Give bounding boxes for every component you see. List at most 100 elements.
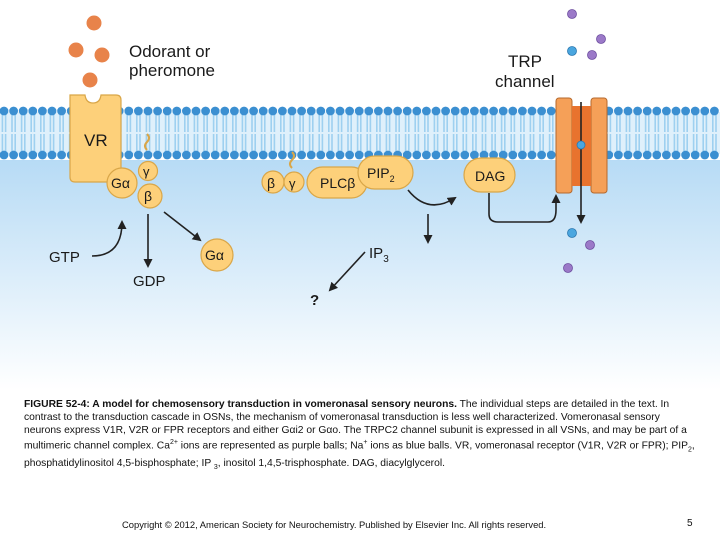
chemosensory-diagram: Odorant or pheromone TRP channel VR Gα γ… bbox=[0, 9, 720, 390]
lipid-head bbox=[124, 150, 134, 160]
lipid-head bbox=[489, 150, 498, 160]
lipid-head bbox=[201, 106, 211, 116]
beta-label: β bbox=[144, 188, 152, 204]
lipid-head bbox=[230, 150, 239, 160]
lipid-head bbox=[402, 106, 412, 116]
lipid-head bbox=[374, 106, 383, 116]
vr-label: VR bbox=[84, 131, 108, 150]
caption-pip-sub: 2 bbox=[687, 446, 692, 454]
lipid-head bbox=[230, 106, 239, 116]
caption-ca-sup: 2+ bbox=[169, 439, 178, 447]
lipid-head bbox=[508, 150, 518, 160]
lipid-head bbox=[153, 150, 163, 160]
lipid-head bbox=[38, 150, 47, 160]
copyright-footer: Copyright © 2012, American Society for N… bbox=[122, 519, 547, 530]
lipid-head bbox=[671, 150, 681, 160]
lipid-head bbox=[441, 106, 450, 116]
lipid-head bbox=[402, 150, 412, 160]
lipid-head bbox=[498, 150, 508, 160]
lipid-head bbox=[162, 150, 172, 160]
lipid-head bbox=[57, 106, 66, 116]
caption-text-2: ions are represented as purple balls; Na bbox=[177, 440, 364, 452]
pip2-label: PIP2 bbox=[367, 165, 395, 184]
g-protein-receptor-bound: Gα γ β bbox=[106, 133, 163, 209]
lipid-head bbox=[9, 150, 18, 160]
lipid-head bbox=[710, 150, 719, 160]
lipid-head bbox=[710, 106, 719, 116]
lipid-head bbox=[239, 106, 249, 116]
lipid-head bbox=[306, 150, 316, 160]
lipid-head bbox=[345, 106, 354, 116]
lipid-head bbox=[470, 150, 479, 160]
lipid-head bbox=[345, 150, 354, 160]
lipid-head bbox=[287, 106, 297, 116]
lipid-head bbox=[633, 150, 642, 160]
lipid-head bbox=[134, 106, 143, 116]
gamma-label: γ bbox=[143, 164, 150, 179]
dag-molecule: DAG bbox=[463, 157, 516, 193]
lipid-head bbox=[162, 106, 172, 116]
lipid-head bbox=[258, 150, 268, 160]
page-number: 5 bbox=[687, 518, 693, 529]
lipid-head bbox=[470, 106, 479, 116]
lipid-head bbox=[662, 106, 671, 116]
lipid-head bbox=[28, 150, 38, 160]
lipid-head bbox=[268, 150, 278, 160]
lipid-head bbox=[124, 106, 134, 116]
lipid-head bbox=[172, 150, 182, 160]
question-mark: ? bbox=[310, 292, 319, 309]
lipid-head bbox=[479, 150, 489, 160]
lipid-head bbox=[642, 106, 652, 116]
lipid-head bbox=[191, 106, 201, 116]
lipid-head bbox=[671, 106, 681, 116]
lipid-head bbox=[412, 106, 422, 116]
lipid-head bbox=[460, 150, 470, 160]
caption-text-5: , inositol 1,4,5-trisphosphate. DAG, dia… bbox=[217, 457, 445, 469]
lipid-head bbox=[614, 150, 623, 160]
lipid-head bbox=[220, 106, 230, 116]
lipid-head bbox=[546, 106, 556, 116]
lipid-head bbox=[182, 106, 191, 116]
lipid-head bbox=[422, 150, 431, 160]
lipid-head bbox=[690, 150, 700, 160]
lipid-head bbox=[335, 150, 345, 160]
lipid-head bbox=[287, 150, 297, 160]
lipid-head bbox=[450, 150, 460, 160]
dag-label: DAG bbox=[475, 168, 505, 184]
caption-heading: FIGURE 52-4: A model for chemosensory tr… bbox=[24, 399, 457, 410]
trp-channel-label: TRP channel bbox=[495, 52, 555, 91]
lipid-head bbox=[422, 106, 431, 116]
lipid-head bbox=[537, 106, 546, 116]
g-alpha-label: Gα bbox=[111, 175, 130, 191]
lipid-head bbox=[460, 106, 470, 116]
vomeronasal-receptor: VR bbox=[69, 94, 122, 183]
gdp-label: GDP bbox=[133, 273, 166, 290]
lipid-head bbox=[239, 150, 249, 160]
lipid-head bbox=[57, 150, 66, 160]
lipid-head bbox=[681, 150, 690, 160]
beta-plc-label: β bbox=[267, 175, 275, 191]
lipid-head bbox=[297, 150, 306, 160]
lipid-head bbox=[316, 150, 326, 160]
lipid-head bbox=[191, 150, 201, 160]
lipid-head bbox=[268, 106, 278, 116]
lipid-head bbox=[47, 150, 57, 160]
lipid-head bbox=[297, 106, 306, 116]
odorant-molecules bbox=[68, 15, 110, 88]
ip3-label: IP3 bbox=[369, 245, 389, 265]
lipid-head bbox=[220, 150, 230, 160]
ions-intracellular bbox=[563, 228, 595, 273]
lipid-head bbox=[249, 150, 258, 160]
lipid-head bbox=[18, 106, 28, 116]
lipid-head bbox=[201, 150, 211, 160]
lipid-head bbox=[354, 106, 364, 116]
lipid-head bbox=[441, 150, 450, 160]
gtp-label: GTP bbox=[49, 249, 80, 266]
lipid-head bbox=[633, 106, 642, 116]
lipid-head bbox=[681, 106, 690, 116]
lipid-head bbox=[28, 106, 38, 116]
caption-na-sup: + bbox=[363, 439, 368, 447]
lipid-head bbox=[0, 106, 9, 116]
lipid-head bbox=[249, 106, 258, 116]
lipid-head bbox=[518, 150, 527, 160]
